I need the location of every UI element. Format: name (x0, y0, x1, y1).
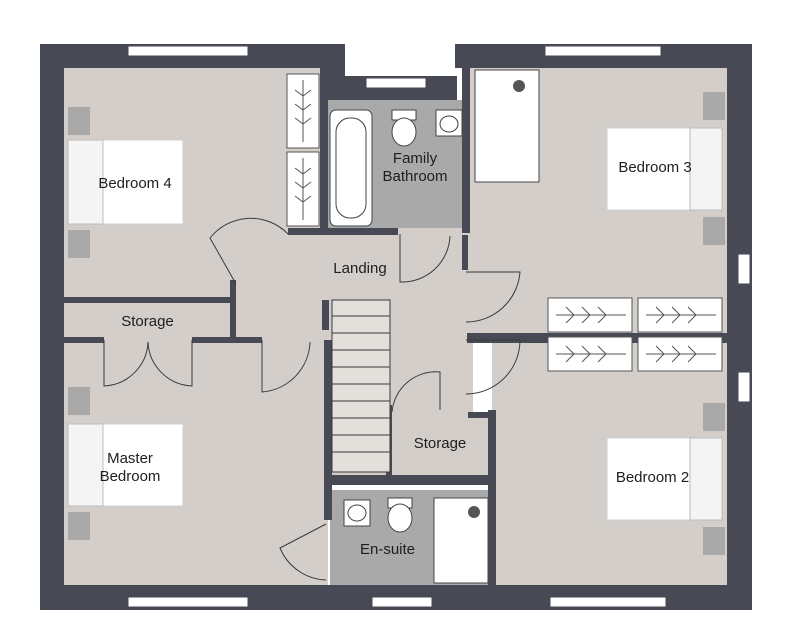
wall-bedroom4-bottom (64, 297, 234, 303)
window-right-1 (737, 253, 751, 285)
window-bedroom4 (127, 45, 249, 57)
window-right-2 (737, 371, 751, 403)
window-bedroom2 (549, 596, 667, 608)
bedroom-4-label: Bedroom 4 (98, 175, 172, 192)
wall-bed2-left (488, 410, 496, 585)
wall-right (727, 44, 752, 610)
bathtub (329, 109, 373, 227)
wall-bath-shower (462, 68, 470, 233)
shower (474, 69, 540, 183)
bedroom-3-label: Bedroom 3 (618, 159, 692, 176)
wall-stair-left (322, 300, 329, 330)
en-suite-label: En-suite (359, 541, 416, 558)
wall-storage-center-bottom (328, 475, 496, 485)
window-master (127, 596, 249, 608)
landing-label: Landing (333, 260, 387, 277)
staircase (331, 299, 391, 473)
bed-bedroom4 (67, 107, 184, 258)
wardrobe-bedroom3 (547, 297, 723, 333)
wall-storage-bottom2 (192, 337, 262, 343)
bed-bedroom2 (606, 403, 725, 555)
ensuite-toilet (387, 497, 413, 533)
ensuite-shower (433, 497, 489, 584)
wardrobe-bedroom4 (286, 73, 320, 227)
wall-storage-right (230, 280, 236, 340)
wall-left (40, 44, 64, 610)
bed-bedroom3 (606, 92, 725, 245)
doors (103, 217, 521, 581)
window-bedroom3 (544, 45, 662, 57)
storage-left-label: Storage (121, 313, 174, 330)
wardrobe-bedroom2 (547, 336, 723, 372)
storage-left-floor (64, 300, 234, 340)
window-bath (365, 77, 427, 89)
storage-center-label: Storage (413, 435, 467, 452)
master-bedroom-label: Master Bedroom (99, 450, 161, 485)
ensuite-basin (343, 499, 371, 527)
wall-storage-bottom (64, 337, 104, 343)
wall-storage-center-top (468, 412, 496, 418)
wall-master-right (324, 340, 332, 510)
wall-bedroom4-bath (320, 68, 328, 228)
bed-master (67, 387, 184, 540)
wall-ensuite-left (324, 480, 332, 520)
wall-bath-bottom (288, 228, 398, 235)
wall-landing-right (462, 235, 468, 270)
bedroom-2-label: Bedroom 2 (615, 469, 690, 486)
window-ensuite (371, 596, 433, 608)
basin (435, 109, 463, 137)
toilet (391, 109, 417, 147)
family-bathroom-label: Family Bathroom (382, 150, 448, 185)
